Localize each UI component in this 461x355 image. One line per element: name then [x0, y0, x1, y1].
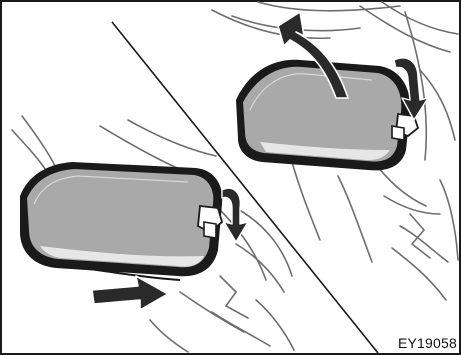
lower-mirror [20, 162, 222, 280]
figure-code: EY19058 [398, 335, 457, 351]
straight-arrow-right-icon [92, 276, 168, 310]
upper-mirror [236, 60, 410, 171]
upper-panel [212, 2, 458, 300]
